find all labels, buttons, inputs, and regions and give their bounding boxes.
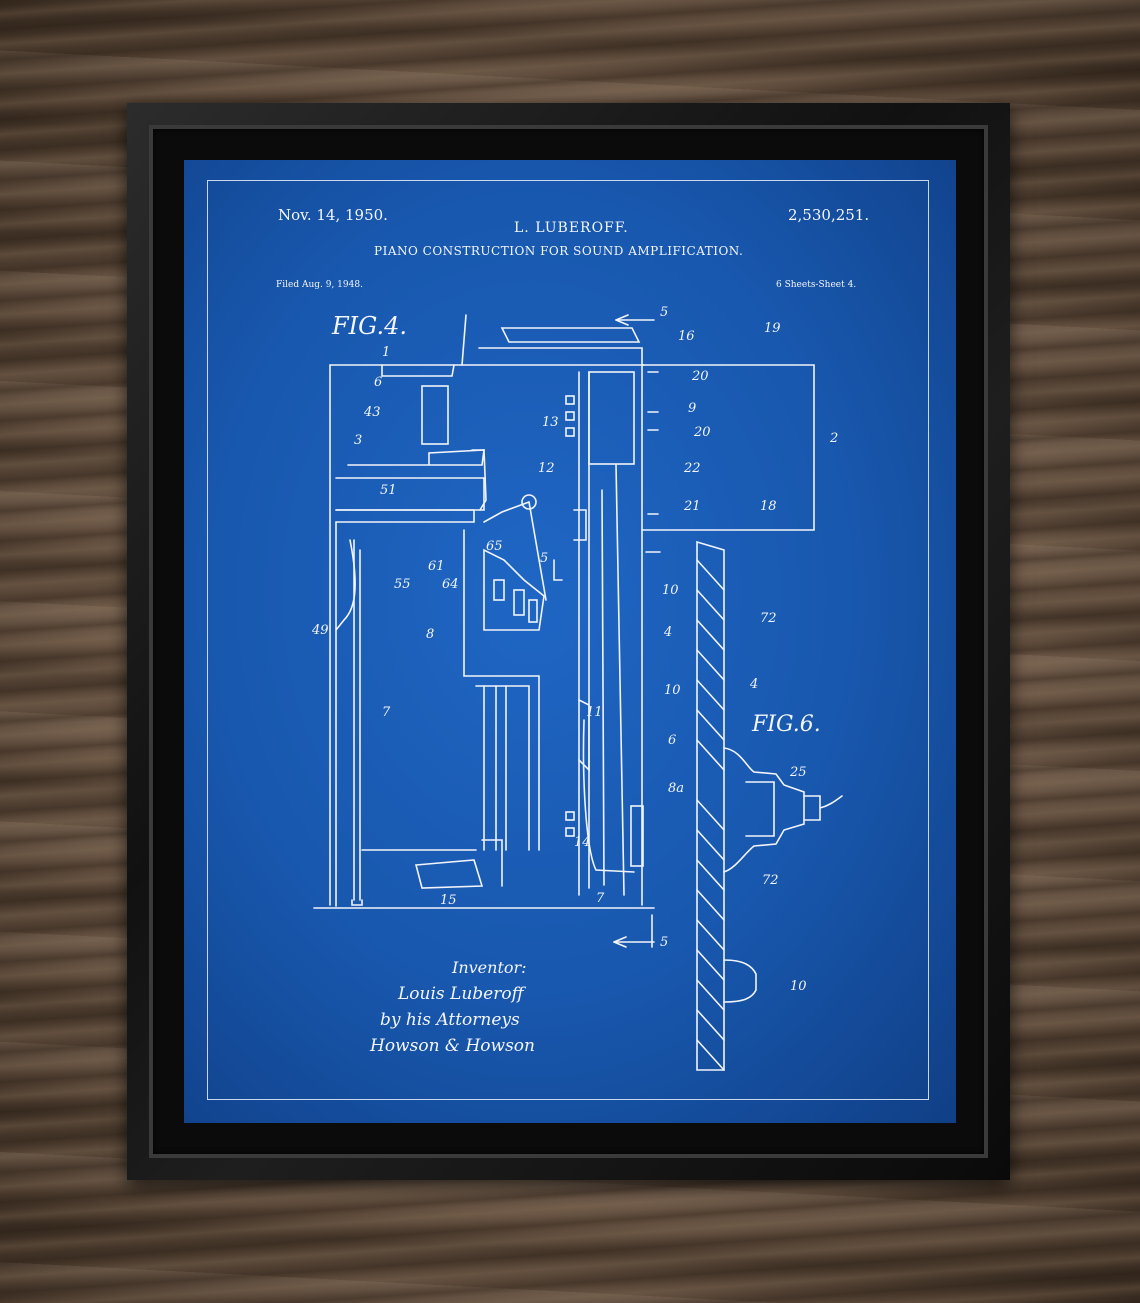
patent-title: PIANO CONSTRUCTION FOR SOUND AMPLIFICATI… [374,244,744,258]
callout-20b: 20 [693,425,711,440]
fig6-transducer [723,747,805,873]
signature-inventor: Inventor: [452,958,527,977]
lower-curve [582,719,635,873]
hammer-shank [528,501,547,601]
callout-4a: 4 [663,625,672,640]
callout-7a: 7 [382,705,391,720]
callout-43: 43 [363,405,381,420]
callout-22: 22 [683,461,701,476]
top-rail [381,364,455,377]
callout-5-bottom: 5 [660,935,668,950]
signature-attorneys: by his Attorneys [380,1010,520,1030]
patent-inventor-header: L. LUBEROFF. [514,220,629,236]
back-block [630,805,644,867]
callout-49: 49 [311,623,329,638]
callout-7b: 7 [596,891,605,906]
callout-2: 2 [829,431,838,446]
callout-72b: 72 [762,873,779,888]
callout-8a: 8a [668,781,684,796]
callout-25: 25 [789,765,807,780]
bottom-panel [463,529,540,851]
action-block [421,385,449,445]
trap-rods [483,685,507,851]
callout-20a: 20 [691,369,709,384]
patent-drawing: 5 16 19 1 6 20 43 9 13 20 2 3 12 22 51 2… [311,305,843,1071]
callout-61: 61 [428,559,445,574]
patent-filed: Filed Aug. 9, 1948. [276,280,363,290]
callout-5-top: 5 [660,305,668,320]
callout-11: 11 [586,705,603,720]
callout-6b: 6 [668,733,676,748]
signature-name: Louis Luberoff [398,984,524,1004]
callout-10b: 10 [664,683,681,698]
callout-5-mid: 5 [540,551,548,566]
patent-sheets: 6 Sheets-Sheet 4. [776,280,857,290]
fig6-cable [819,795,843,809]
callout-55: 55 [394,577,411,592]
callout-13: 13 [542,415,559,430]
callout-4b: 4 [749,677,758,692]
fig6-label: FIG.6. [752,712,821,737]
signature-firm: Howson & Howson [370,1036,535,1056]
callout-8: 8 [426,627,434,642]
callout-16: 16 [678,329,695,344]
key-slip [335,477,485,511]
fig6-panel [696,540,725,1071]
music-desk [500,327,641,343]
pedal-box [481,839,503,887]
callout-72a: 72 [760,611,777,626]
fig6-hatching [696,559,725,1071]
keybed [347,449,485,466]
callout-64: 64 [442,577,459,592]
callout-10c: 10 [790,979,807,994]
callout-3: 3 [354,433,362,448]
callout-6: 6 [374,375,382,390]
patent-number: 2,530,251. [788,206,870,224]
callout-9: 9 [688,401,696,416]
case-right [641,364,815,531]
callout-14: 14 [574,835,591,850]
lid [478,347,643,366]
callout-51: 51 [380,483,397,498]
patent-date: Nov. 14, 1950. [278,206,388,224]
pedal [414,859,484,889]
callout-1: 1 [382,345,390,360]
fig4-label: FIG.4. [332,312,407,340]
pin-block [588,371,635,465]
string-line [615,463,625,896]
callout-18: 18 [760,499,777,514]
callout-15: 15 [440,893,457,908]
callout-12: 12 [538,461,555,476]
blueprint-border [207,180,929,1100]
blueprint-print: Nov. 14, 1950. L. LUBEROFF. 2,530,251. P… [184,160,956,1123]
prop-stick [461,314,467,366]
leg-curve [335,539,356,631]
fig6-block [723,959,757,1003]
callout-10a: 10 [662,583,679,598]
callout-21: 21 [683,499,701,514]
callout-19: 19 [764,321,781,336]
callout-65: 65 [486,539,503,554]
action-assembly [483,548,545,631]
